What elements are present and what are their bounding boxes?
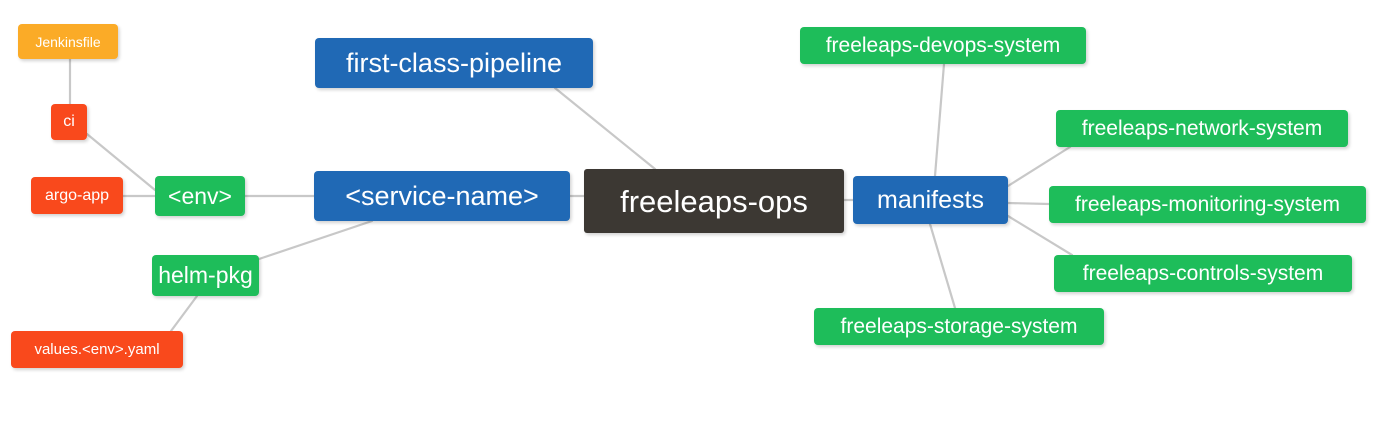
mindmap-node-service-name[interactable]: <service-name> — [314, 171, 570, 221]
mindmap-node-label: ci — [63, 113, 75, 130]
mindmap-node-values-yaml[interactable]: values.<env>.yaml — [11, 331, 183, 368]
mindmap-node-first-class[interactable]: first-class-pipeline — [315, 38, 593, 88]
mindmap-node-storage-sys[interactable]: freeleaps-storage-system — [814, 308, 1104, 345]
mindmap-node-network-sys[interactable]: freeleaps-network-system — [1056, 110, 1348, 147]
mindmap-node-monitoring-sys[interactable]: freeleaps-monitoring-system — [1049, 186, 1366, 223]
mindmap-node-label: freeleaps-network-system — [1081, 117, 1323, 140]
mindmap-node-label: freeleaps-devops-system — [825, 34, 1061, 57]
mindmap-node-label: Jenkinsfile — [35, 33, 101, 50]
mindmap-node-helm-pkg[interactable]: helm-pkg — [152, 255, 259, 296]
mindmap-node-jenkinsfile[interactable]: Jenkinsfile — [18, 24, 118, 59]
mindmap-node-manifests[interactable]: manifests — [853, 176, 1008, 224]
edge-ci-to-env — [85, 132, 157, 192]
edge-manifests-to-monitoring-sys — [1006, 201, 1051, 206]
mindmap-node-label: values.<env>.yaml — [34, 341, 160, 358]
mindmap-node-label: freeleaps-controls-system — [1082, 262, 1324, 285]
mindmap-node-devops-sys[interactable]: freeleaps-devops-system — [800, 27, 1086, 64]
edge-helm-pkg-to-service-name — [257, 219, 374, 261]
mindmap-node-label: freeleaps-ops — [620, 183, 808, 219]
mindmap-node-label: manifests — [877, 185, 984, 214]
mindmap-node-label: freeleaps-monitoring-system — [1075, 193, 1340, 216]
mindmap-node-label: freeleaps-storage-system — [840, 315, 1078, 338]
mindmap-node-ci[interactable]: ci — [51, 104, 87, 140]
mindmap-node-label: helm-pkg — [158, 262, 253, 288]
mindmap-node-label: <env> — [168, 182, 232, 209]
mindmap-node-freeleaps-ops[interactable]: freeleaps-ops — [584, 169, 844, 233]
mindmap-node-label: argo-app — [44, 186, 110, 204]
mindmap-node-argo-app[interactable]: argo-app — [31, 177, 123, 214]
edge-manifests-to-controls-sys — [1006, 214, 1074, 257]
mindmap-node-env[interactable]: <env> — [155, 176, 245, 216]
edge-manifests-to-network-sys — [1006, 145, 1072, 188]
edge-manifests-to-storage-sys — [928, 222, 957, 310]
edge-first-class-to-freeleaps-ops — [553, 86, 657, 171]
edge-manifests-to-devops-sys — [933, 62, 946, 178]
mindmap-node-label: <service-name> — [345, 180, 539, 211]
mindmap-node-controls-sys[interactable]: freeleaps-controls-system — [1054, 255, 1352, 292]
mindmap-node-label: first-class-pipeline — [345, 47, 563, 78]
edge-values-yaml-to-helm-pkg — [169, 294, 199, 333]
